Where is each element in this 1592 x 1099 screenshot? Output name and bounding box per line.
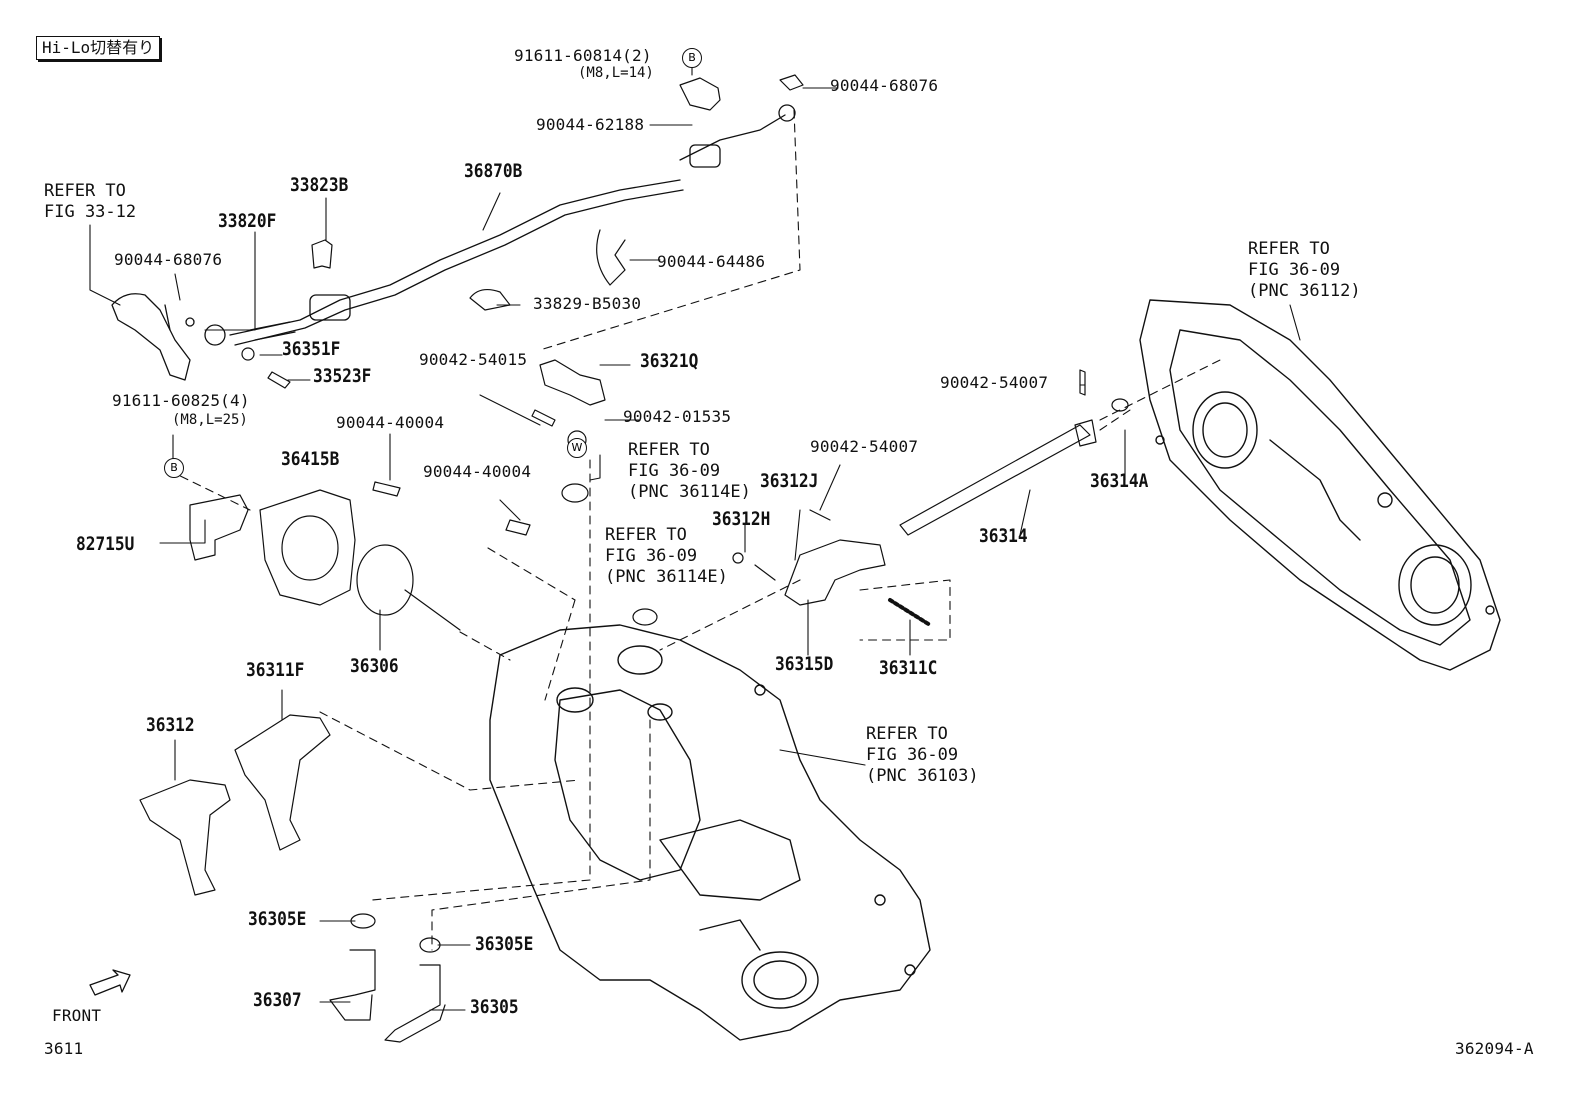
part-label: 90044-40004 [423, 462, 532, 481]
transfer-case-housing [489, 624, 931, 1041]
part-label: 36315D [775, 653, 834, 675]
part-label: 36305 [470, 996, 519, 1018]
part-label: 90042-54007 [810, 437, 919, 456]
reference-note: REFER TO FIG 36-09 (PNC 36114E) [628, 440, 751, 502]
reference-note: REFER TO FIG 33-12 [44, 181, 137, 222]
part-label: 36305E [248, 908, 307, 930]
shift-cable-36870B [204, 104, 796, 346]
part-spec: (M8,L=25) [172, 412, 248, 428]
part-label: 36314 [979, 525, 1028, 547]
part-label: 36305E [475, 933, 534, 955]
part-label: 36311F [246, 659, 305, 681]
marker-w: W [567, 438, 587, 458]
section-number: 3611 [44, 1039, 84, 1058]
part-label: 33523F [313, 365, 372, 387]
part-label: 36351F [282, 338, 341, 360]
reference-note: REFER TO FIG 36-09 (PNC 36114E) [605, 525, 728, 587]
part-label: 36312H [712, 508, 771, 530]
part-label: 90044-40004 [336, 413, 445, 432]
reference-note: REFER TO FIG 36-09 (PNC 36112) [1248, 239, 1361, 301]
figure-id: 362094-A [1455, 1039, 1534, 1058]
part-spec: (M8,L=14) [578, 65, 654, 81]
part-label: 33823B [290, 174, 349, 196]
part-label: 82715U [76, 533, 135, 555]
part-label: 36321Q [640, 350, 699, 372]
part-label: 90044-68076 [114, 250, 223, 269]
part-label: 36312 [146, 714, 195, 736]
variant-tag: Hi-Lo切替有り [36, 36, 161, 60]
part-label: 90044-68076 [830, 76, 939, 95]
shift-lever-assembly [111, 293, 195, 381]
leader-lines [89, 59, 1301, 1011]
part-label: 36307 [253, 989, 302, 1011]
part-label: 90044-64486 [657, 252, 766, 271]
front-direction-label: FRONT [52, 1006, 102, 1025]
part-label: 90042-54015 [419, 350, 528, 369]
part-label: 91611-60814(2) [514, 46, 652, 65]
reference-note: REFER TO FIG 36-09 (PNC 36103) [866, 724, 979, 786]
part-label: 36415B [281, 448, 340, 470]
part-label: 36312J [760, 470, 819, 492]
marker-b-left: B [164, 458, 184, 478]
part-label: 33829-B5030 [533, 294, 642, 313]
small-parts [139, 74, 1129, 1043]
part-label: 90042-01535 [623, 407, 732, 426]
front-arrow-icon [89, 969, 131, 996]
part-label: 36306 [350, 655, 399, 677]
part-label: 33820F [218, 210, 277, 232]
rear-case-cover [1139, 299, 1501, 671]
part-label: 90042-54007 [940, 373, 1049, 392]
part-label: 36314A [1090, 470, 1149, 492]
part-label: 90044-62188 [536, 115, 645, 134]
marker-b-top: B [682, 48, 702, 68]
part-label: 36870B [464, 160, 523, 182]
part-label: 91611-60825(4) [112, 391, 250, 410]
assembly-guide-lines [167, 109, 1221, 951]
part-label: 36311C [879, 657, 938, 679]
